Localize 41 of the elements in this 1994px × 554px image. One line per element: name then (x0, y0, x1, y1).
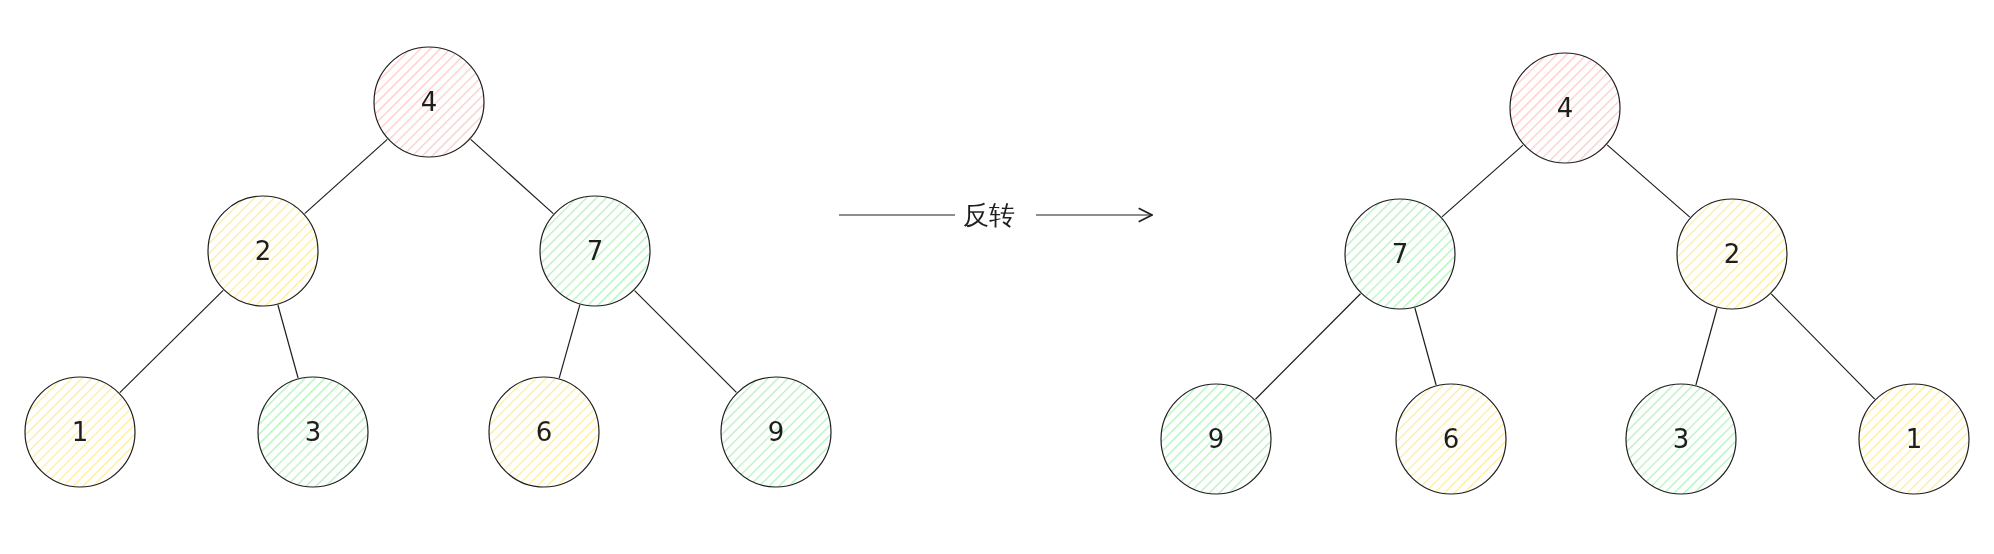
tree-edge (1695, 307, 1718, 386)
tree-edge (470, 138, 554, 215)
node-number: 3 (304, 417, 322, 447)
node-number: 4 (1556, 93, 1574, 123)
tree-edge (1414, 307, 1437, 386)
tree-node-circle (488, 376, 600, 488)
tree-node-circle (720, 376, 832, 488)
node-number: 6 (535, 417, 553, 447)
tree-node-circle (539, 195, 651, 307)
tree-node-circle (257, 376, 369, 488)
node-number: 4 (420, 87, 438, 117)
node-number: 9 (1207, 424, 1225, 454)
node-number: 3 (1672, 424, 1690, 454)
tree-edge (634, 290, 737, 393)
tree-edge (119, 289, 224, 394)
node-number: 7 (1391, 239, 1409, 269)
tree-node-circle (1858, 383, 1970, 495)
tree-node-circle (1676, 198, 1788, 310)
tree-node-circle (1395, 383, 1507, 495)
tree-edge (1606, 144, 1691, 218)
tree-edge (304, 138, 388, 215)
tree-node-circle (1160, 383, 1272, 495)
tree-node-circle (373, 46, 485, 158)
node-number: 6 (1442, 424, 1460, 454)
tree-node-circle (207, 195, 319, 307)
node-number: 9 (767, 417, 785, 447)
node-number: 2 (254, 236, 272, 266)
arrow-label: 反转 (963, 199, 1015, 232)
tree-node-circle (1625, 383, 1737, 495)
tree-edge (1441, 144, 1524, 218)
tree-edge (1770, 293, 1876, 400)
tree-node-circle (1344, 198, 1456, 310)
node-number: 1 (1905, 424, 1923, 454)
tree-edge (558, 304, 581, 379)
tree-node-circle (1509, 52, 1621, 164)
node-number: 2 (1723, 239, 1741, 269)
node-number: 7 (586, 236, 604, 266)
tree-node-circle (24, 376, 136, 488)
tree-edge (277, 304, 299, 379)
node-number: 1 (71, 417, 89, 447)
tree-edge (1254, 293, 1362, 400)
